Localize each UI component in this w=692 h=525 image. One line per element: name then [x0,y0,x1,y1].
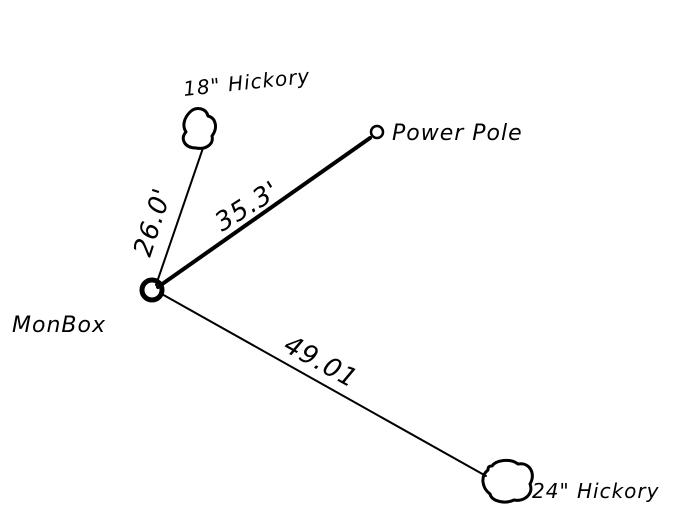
line-to-24-hickory [159,292,487,477]
hickory-18-tree-icon [181,107,217,150]
distance-to-18-hickory: 26.0' [128,184,178,260]
hickory-24-label: 24" Hickory [532,479,660,503]
hickory-18-label: 18" Hickory [182,64,311,101]
line-to-power-pole [156,136,372,289]
mon-box-label: MonBox [12,313,106,338]
distance-to-power-pole: 35.3' [210,175,285,238]
power-pole-label: Power Pole [392,121,523,146]
line-to-18-hickory [155,147,204,286]
power-pole-icon [369,124,385,140]
hickory-24-tree-icon [481,458,534,504]
distance-to-24-hickory: 49.01 [279,330,363,395]
monument-box-marker [139,277,165,303]
